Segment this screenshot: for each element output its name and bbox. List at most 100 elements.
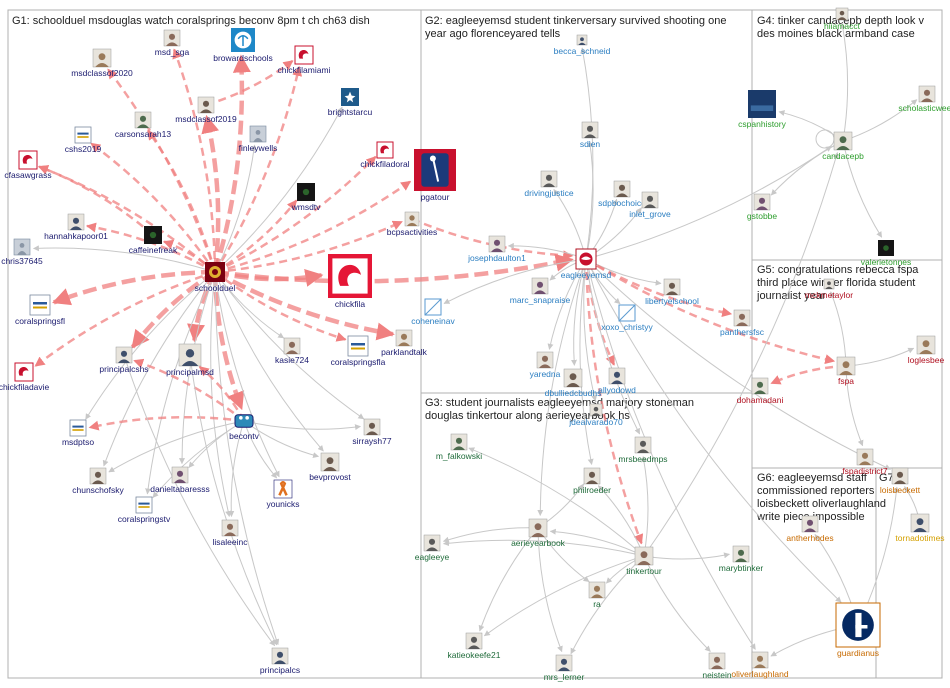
node-coralspringsfl[interactable]: coralspringsfl (15, 294, 65, 326)
node-chickfila[interactable]: chickfila (328, 254, 372, 309)
node-schoolduel[interactable]: schoolduel (195, 262, 236, 293)
node-bcpsactivities[interactable]: bcpsactivities (387, 211, 438, 237)
node-browardschools[interactable]: browardschools (213, 28, 273, 63)
node-msdclassof2020[interactable]: msdclassof2020 (71, 48, 133, 78)
node-coralspringsfla[interactable]: coralspringsfla (331, 335, 386, 367)
node-msd_sga[interactable]: msd_sga (155, 29, 190, 57)
node-candacepb[interactable]: candacepb (822, 131, 864, 161)
edge-schoolduel-msdptso (85, 271, 216, 420)
node-libertyelschool[interactable]: libertyelschool (645, 278, 699, 306)
panel-g7 (875, 467, 943, 679)
node-lisaleeinc[interactable]: lisaleeinc (213, 519, 249, 547)
node-drivingjustice[interactable]: drivingjustice (524, 170, 574, 198)
node-chickfilamiami[interactable]: chickfilamiami (278, 45, 331, 75)
node-icon-yaredna (536, 351, 554, 369)
node-principalcs[interactable]: principalcs (260, 647, 300, 675)
node-mckmetaylor[interactable]: mckmetaylor (805, 278, 853, 300)
node-chris37645[interactable]: chris37645 (1, 238, 43, 266)
node-parklandtalk[interactable]: parklandtalk (381, 329, 428, 357)
node-wmsdtv[interactable]: wmsdtv (291, 183, 322, 212)
node-josephdaulton1[interactable]: josephdaulton1 (467, 235, 526, 263)
node-finleywells[interactable]: finleywells (239, 125, 278, 153)
node-chickfiladavie[interactable]: chickfiladavie (0, 362, 50, 392)
node-younicks[interactable]: younicks (266, 479, 300, 509)
node-m_falkowski[interactable]: m_falkowski (436, 433, 482, 461)
node-philroeder[interactable]: philroeder (573, 467, 611, 495)
node-gstobbe[interactable]: gstobbe (747, 193, 778, 221)
node-icon-principalcs (271, 647, 289, 665)
node-icon-pgatour (414, 149, 456, 191)
node-sirraysh77[interactable]: sirraysh77 (352, 418, 392, 446)
node-carsonsarah13[interactable]: carsonsarah13 (115, 111, 172, 139)
node-msdptso[interactable]: msdptso (62, 419, 94, 447)
node-loisbeckett[interactable]: loisbeckett (880, 467, 921, 495)
node-coheneinav[interactable]: coheneinav (411, 298, 455, 326)
node-label-browardschools: browardschools (213, 53, 273, 63)
node-eagleeye[interactable]: eagleeye (415, 534, 450, 562)
node-cfasawgrass[interactable]: cfasawgrass (4, 150, 52, 180)
node-icon-coralspringstv (135, 496, 153, 514)
node-xoxo_christyy[interactable]: xoxo_christyy (601, 304, 653, 332)
node-label-coralspringsfl: coralspringsfl (15, 316, 65, 326)
node-label-danieltabaresss: danieltabaresss (150, 484, 210, 494)
node-cshs2019[interactable]: cshs2019 (65, 126, 102, 154)
node-katieokeefe21[interactable]: katieokeefe21 (448, 632, 501, 660)
node-icon-becontv (234, 414, 254, 428)
node-mrsbeedmps[interactable]: mrsbeedmps (618, 436, 668, 464)
node-msdclassof2019[interactable]: msdclassof2019 (175, 96, 237, 124)
node-oliverlaughland[interactable]: oliverlaughland (731, 651, 789, 679)
node-bevprovost[interactable]: bevprovost (309, 452, 351, 482)
node-sdien[interactable]: sdien (580, 121, 601, 149)
node-valerietonnes[interactable]: valerietonnes (861, 240, 912, 267)
node-icon-chickfiladavie (14, 362, 34, 382)
node-coralspringstv[interactable]: coralspringstv (118, 496, 171, 524)
node-danieltabaresss[interactable]: danieltabaresss (150, 466, 210, 494)
node-becontv[interactable]: becontv (229, 414, 260, 441)
node-dbulliedcbudhs[interactable]: dbulliedcbudhs (545, 368, 602, 398)
node-ra[interactable]: ra (588, 581, 606, 609)
node-inlet_grove[interactable]: inlet_grove (629, 191, 671, 219)
node-hiiamacct[interactable]: hiiamacct (824, 7, 861, 31)
node-cspanhistory[interactable]: cspanhistory (738, 90, 787, 129)
node-label-msd_sga: msd_sga (155, 47, 190, 57)
node-marc_snapraise[interactable]: marc_snapraise (510, 277, 571, 305)
edge-schoolduel-finleywells (214, 144, 257, 273)
node-loglesbee[interactable]: loglesbee (908, 335, 945, 365)
node-becca_schneid[interactable]: becca_schneid (554, 34, 611, 56)
node-tornadotimes[interactable]: tornadotimes (895, 513, 945, 543)
node-chickfiladoral[interactable]: chickfiladoral (360, 141, 410, 169)
node-icon-panthersfsc (733, 309, 751, 327)
node-fspa[interactable]: fspa (836, 356, 856, 386)
node-dohamadani[interactable]: dohamadani (737, 377, 784, 405)
node-sdpbochoice[interactable]: sdpbochoice (598, 180, 646, 208)
node-principalmsd[interactable]: principalmsd (166, 343, 214, 377)
node-mrs_lerner[interactable]: mrs_lerner (544, 654, 585, 682)
node-marybtinker[interactable]: marybtinker (719, 545, 764, 573)
node-guardianus[interactable]: guardianus (835, 602, 881, 658)
node-pgatour[interactable]: pgatour (414, 149, 456, 202)
node-label-candacepb: candacepb (822, 151, 864, 161)
node-tinkertour[interactable]: tinkertour (626, 546, 662, 576)
node-eagleeyemsd[interactable]: eagleeyemsd (561, 248, 612, 280)
node-neistein[interactable]: neistein (702, 652, 732, 680)
node-jdealvarado70[interactable]: jdealvarado70 (568, 403, 623, 427)
node-chunschofsky[interactable]: chunschofsky (72, 467, 124, 495)
node-brightstarcu[interactable]: brightstarcu (328, 88, 373, 117)
node-label-allyodowd: allyodowd (598, 385, 636, 395)
node-antherhodes[interactable]: antherhodes (786, 515, 834, 543)
node-label-principalcs: principalcs (260, 665, 300, 675)
node-fspadistrict7[interactable]: fspadistrict7 (842, 448, 888, 476)
edge-eagleeyemsd-aerieyearbook (537, 258, 587, 516)
edge-schoolduel-carsonsarah13 (146, 129, 217, 273)
node-yaredna[interactable]: yaredna (530, 351, 561, 379)
node-hannahkapoor01[interactable]: hannahkapoor01 (44, 213, 108, 241)
node-allyodowd[interactable]: allyodowd (598, 367, 636, 395)
node-label-ra: ra (593, 599, 601, 609)
node-aerieyearbook[interactable]: aerieyearbook (511, 518, 566, 548)
node-principalcshs[interactable]: principalcshs (99, 346, 149, 374)
node-caffeinefreak[interactable]: caffeinefreak (129, 226, 178, 255)
node-scholasticweek[interactable]: scholasticweek (898, 85, 950, 113)
edge-eagleeyemsd-becca_schneid (580, 47, 594, 260)
node-panthersfsc[interactable]: panthersfsc (720, 309, 765, 337)
node-kasie724[interactable]: kasie724 (275, 337, 309, 365)
